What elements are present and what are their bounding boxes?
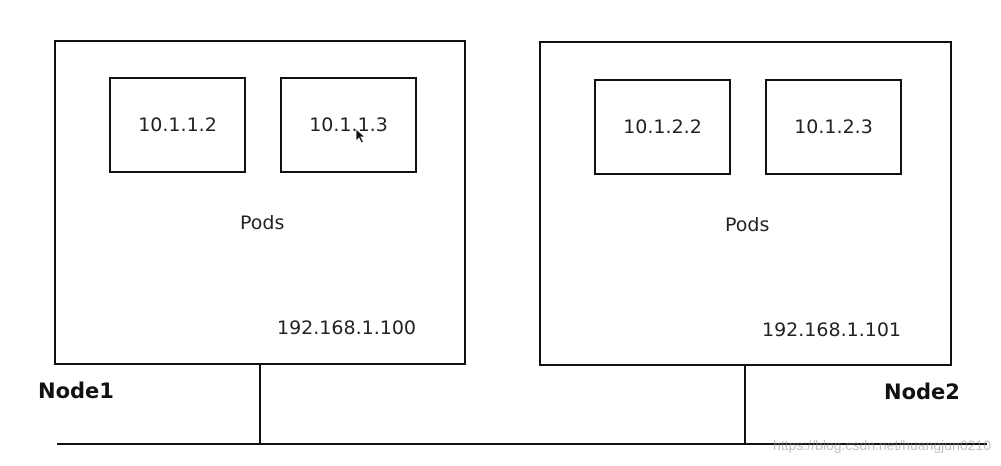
pod-box: 10.1.2.2 bbox=[594, 79, 731, 175]
node2-connector-line bbox=[744, 366, 746, 444]
node2-name-label: Node2 bbox=[884, 380, 960, 404]
node-ip-label: 192.168.1.100 bbox=[277, 317, 417, 339]
network-bus-line bbox=[57, 443, 987, 445]
pod-box: 10.1.1.2 bbox=[109, 77, 246, 173]
pod-ip-label: 10.1.2.3 bbox=[794, 116, 873, 138]
pods-label: Pods bbox=[725, 214, 770, 236]
node1-box: 10.1.1.2 10.1.1.3 Pods 192.168.1.100 bbox=[54, 40, 466, 365]
mouse-pointer-icon bbox=[355, 128, 367, 144]
node1-connector-line bbox=[259, 365, 261, 444]
pod-box: 10.1.2.3 bbox=[765, 79, 902, 175]
pod-box: 10.1.1.3 bbox=[280, 77, 417, 173]
pod-ip-label: 10.1.2.2 bbox=[623, 116, 702, 138]
pods-label: Pods bbox=[240, 212, 285, 234]
pod-ip-label: 10.1.1.3 bbox=[309, 114, 388, 136]
pod-ip-label: 10.1.1.2 bbox=[138, 114, 217, 136]
node2-box: 10.1.2.2 10.1.2.3 Pods 192.168.1.101 bbox=[539, 41, 952, 366]
watermark-text: https://blog.csdn.net/huangjun0210 bbox=[773, 437, 991, 453]
node-ip-label: 192.168.1.101 bbox=[762, 319, 902, 341]
node1-name-label: Node1 bbox=[38, 379, 114, 403]
